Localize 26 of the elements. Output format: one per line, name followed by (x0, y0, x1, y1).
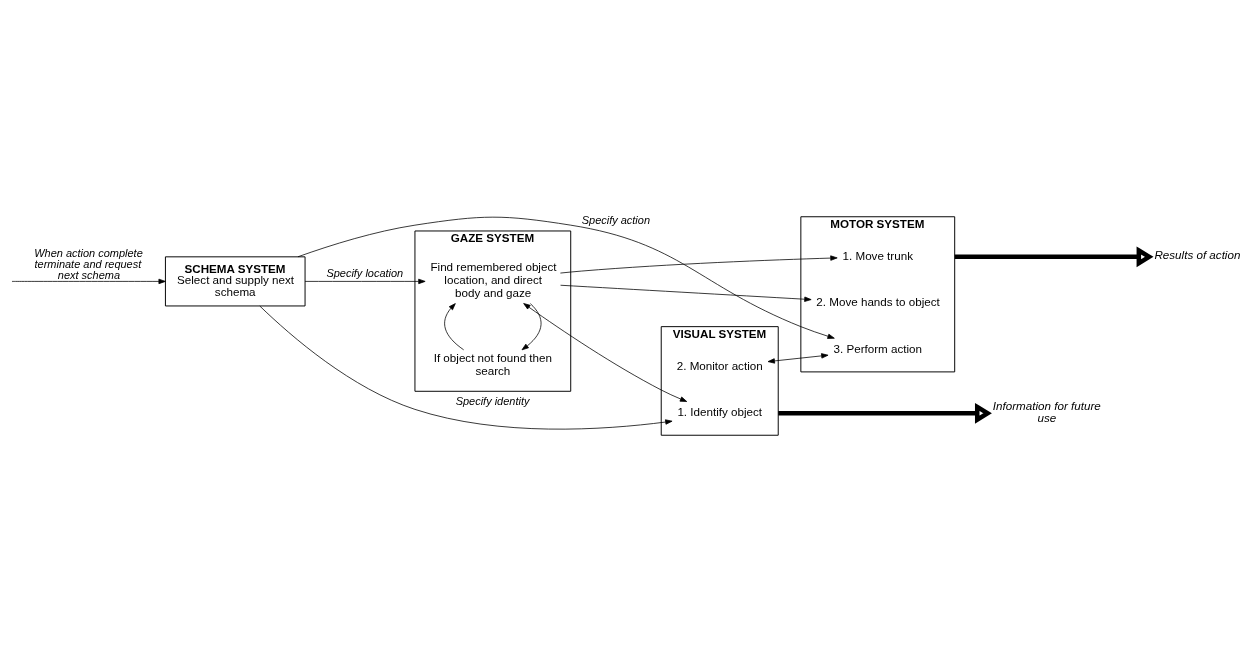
node-box: SCHEMA SYSTEM Select and supply next schema (164, 255, 306, 306)
edge-label: Specify action (581, 213, 651, 226)
arrow (523, 302, 688, 402)
node-text: 3. Perform action (833, 341, 923, 355)
arrow (444, 302, 465, 350)
node-text: Find remembered object location, and direct body and gaze (430, 259, 557, 299)
node-text: 1. Identify object (677, 404, 763, 418)
arrow (297, 216, 835, 339)
arrow (560, 254, 838, 273)
arrow (259, 305, 673, 429)
arrow (521, 302, 542, 350)
node-text: 2. Monitor action (676, 358, 763, 372)
arrow (767, 352, 829, 364)
arrow (12, 278, 166, 284)
edge-label: Specify location (326, 266, 404, 279)
node-text: Information for future use (992, 398, 1101, 424)
arrow (304, 278, 426, 284)
node-text: 2. Move hands to object (816, 294, 940, 308)
node-text: If object not found then search (433, 350, 552, 377)
edge-label: Specify identity (455, 394, 530, 407)
arrow (954, 245, 1154, 267)
node-text: 1. Move trunk (842, 248, 913, 262)
arrow (778, 402, 992, 424)
node-text: Results of action (1154, 247, 1241, 261)
arrow (560, 284, 812, 302)
edge-label: When action complete terminate and request next schema (34, 246, 143, 281)
